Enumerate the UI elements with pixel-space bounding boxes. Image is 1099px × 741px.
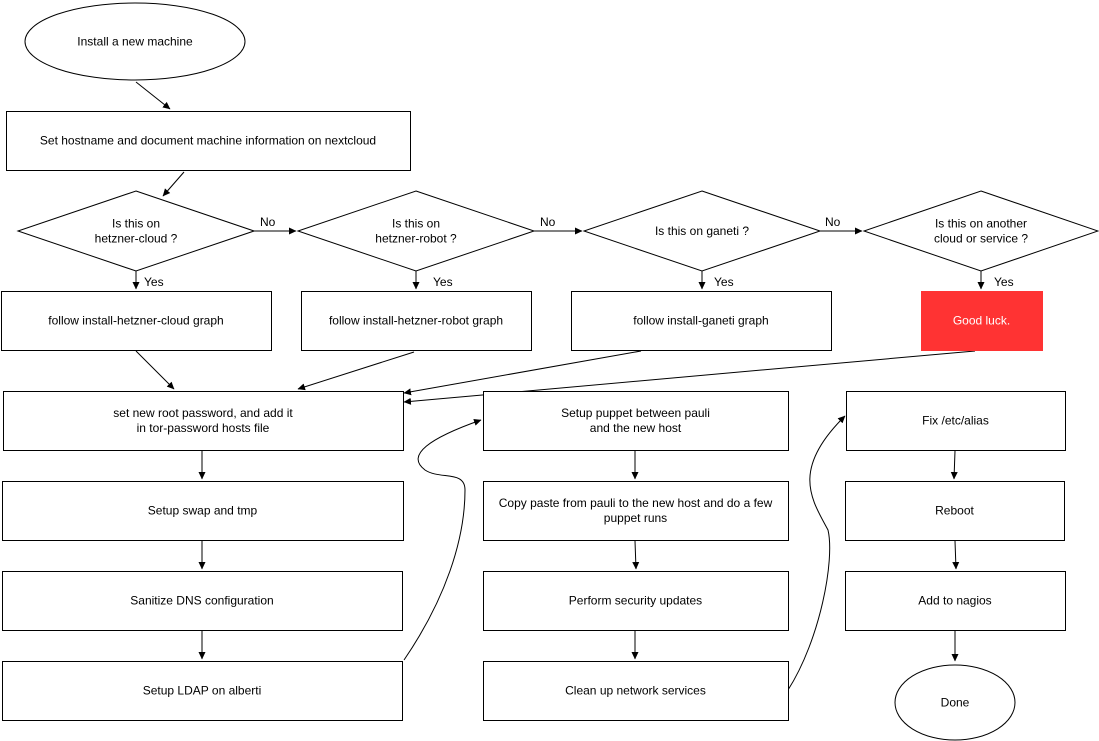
decision-shape [16, 190, 256, 272]
edge-label-yes: Yes [994, 275, 1014, 289]
connector-arrow [403, 419, 482, 661]
node-copy: Copy paste from pauli to the new host an… [483, 481, 789, 541]
node-label: Sanitize DNS configuration [130, 594, 273, 608]
node-cleanup: Clean up network services [483, 661, 789, 721]
process-shape [845, 481, 1065, 541]
connector-arrow [297, 351, 415, 391]
edge-label-no: No [260, 215, 276, 229]
edge-label-no: No [540, 215, 556, 229]
edge-label-no: No [825, 215, 841, 229]
edge-label-yes: Yes [144, 275, 164, 289]
process-shape [845, 571, 1066, 631]
node-reboot: Reboot [845, 481, 1065, 541]
node-label: Is this on another [935, 217, 1027, 231]
node-q-ganeti: Is this on ganeti ? [582, 190, 822, 272]
decision-shape [582, 190, 822, 272]
connector-arrow [135, 350, 175, 390]
connector-arrow [135, 81, 171, 110]
node-label: follow install-hetzner-robot graph [329, 314, 503, 328]
node-f-cloud: follow install-hetzner-cloud graph [1, 291, 272, 351]
node-label: cloud or service ? [934, 232, 1028, 246]
node-nagios: Add to nagios [845, 571, 1066, 631]
node-label: Fix /etc/alias [922, 414, 989, 428]
node-swap: Setup swap and tmp [2, 481, 404, 541]
process-shape [483, 391, 789, 451]
process-shape [301, 291, 532, 351]
node-alias: Fix /etc/alias [846, 391, 1066, 451]
connector-arrow [632, 540, 640, 570]
process-shape [483, 661, 789, 721]
connector-arrow [403, 350, 642, 396]
process-shape [1, 291, 272, 351]
node-label: hetzner-robot ? [375, 232, 457, 246]
connector-arrow [950, 450, 958, 480]
node-label: Set hostname and document machine inform… [40, 134, 376, 148]
node-label: Clean up network services [565, 684, 706, 698]
node-label: Is this on [392, 217, 440, 231]
node-label: Done [941, 696, 970, 710]
terminal-shape [894, 664, 1016, 741]
connector-arrow [787, 415, 846, 691]
process-shape [3, 391, 404, 451]
node-security: Perform security updates [483, 571, 789, 631]
connector-arrow [162, 171, 185, 197]
process-shape [6, 111, 411, 171]
edge-label-yes: Yes [433, 275, 453, 289]
node-label: Reboot [935, 504, 974, 518]
decision-shape [296, 190, 536, 272]
node-label: Good luck. [953, 314, 1010, 328]
process-shape [2, 661, 403, 721]
node-dns: Sanitize DNS configuration [2, 571, 403, 631]
node-good-luck: Good luck. [921, 291, 1043, 351]
node-label: Setup swap and tmp [148, 504, 258, 518]
node-label: Is this on ganeti ? [655, 224, 749, 238]
node-f-robot: follow install-hetzner-robot graph [301, 291, 532, 351]
node-done: Done [894, 664, 1016, 741]
node-label: Copy paste from pauli to the new host an… [499, 496, 773, 510]
node-label: Is this on [112, 217, 160, 231]
process-shape [483, 481, 789, 541]
process-shape [571, 291, 832, 351]
connector-arrow [952, 540, 960, 570]
node-start: Install a new machine [24, 2, 246, 81]
edge-label-yes: Yes [714, 275, 734, 289]
process-shape [2, 481, 404, 541]
node-label: Setup puppet between pauli [561, 406, 710, 420]
decision-shape [862, 190, 1099, 272]
node-ldap: Setup LDAP on alberti [2, 661, 403, 721]
node-label: follow install-hetzner-cloud graph [48, 314, 223, 328]
process-shape [846, 391, 1066, 451]
node-label: Add to nagios [918, 594, 991, 608]
node-label: follow install-ganeti graph [633, 314, 768, 328]
node-label: set new root password, and add it [113, 406, 293, 420]
node-label: and the new host [590, 421, 682, 435]
process-shape [483, 571, 789, 631]
node-hostname: Set hostname and document machine inform… [6, 111, 411, 171]
terminal-shape [24, 2, 246, 81]
process-shape [921, 291, 1043, 351]
node-label: Perform security updates [569, 594, 702, 608]
node-label: puppet runs [604, 511, 667, 525]
process-shape [2, 571, 403, 631]
node-label: in tor-password hosts file [137, 421, 270, 435]
node-label: Install a new machine [77, 35, 193, 49]
node-f-ganeti: follow install-ganeti graph [571, 291, 832, 351]
node-label: Setup LDAP on alberti [143, 684, 262, 698]
node-label: hetzner-cloud ? [95, 232, 178, 246]
